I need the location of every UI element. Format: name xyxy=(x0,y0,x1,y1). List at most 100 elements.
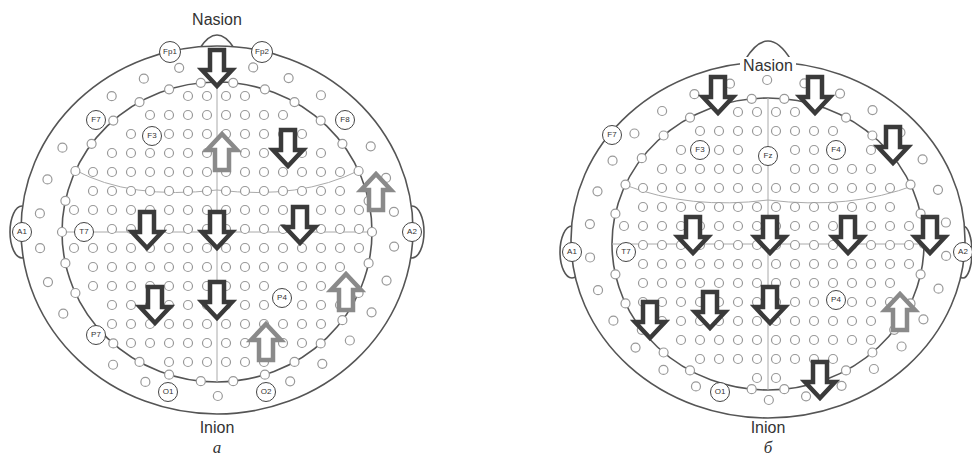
electrode-label: Fz xyxy=(764,152,773,160)
electrode-dot xyxy=(89,282,98,291)
electrode-dot xyxy=(621,180,630,189)
electrode-dot xyxy=(934,284,943,293)
electrode-dot xyxy=(836,89,845,98)
electrode-dot xyxy=(772,260,781,269)
electrode-dot xyxy=(791,279,800,288)
electrode-dot xyxy=(868,106,877,115)
electrode-dot xyxy=(260,244,269,253)
electrode-circle: O2 xyxy=(256,382,276,402)
electrode-dot xyxy=(109,360,118,369)
electrode-dot xyxy=(639,279,648,288)
electrode-dot xyxy=(753,279,762,288)
electrode-dot xyxy=(175,63,184,72)
electrode-dot xyxy=(139,74,148,83)
electrode-dot xyxy=(772,374,781,383)
electrode-dot xyxy=(61,259,70,268)
electrode-dot xyxy=(222,263,231,272)
electrode-dot xyxy=(260,225,269,234)
electrode-dot xyxy=(867,260,876,269)
electrode-dot xyxy=(753,260,762,269)
down-arrow xyxy=(755,287,785,323)
electrode-dot xyxy=(734,279,743,288)
electrode-dot xyxy=(364,259,373,268)
electrode-circle: F7 xyxy=(602,125,622,145)
electrode-dot xyxy=(886,203,895,212)
landmark-label: Inion xyxy=(197,419,238,437)
electrode-dot xyxy=(165,187,174,196)
electrode-dot xyxy=(677,146,686,155)
electrode-dot xyxy=(108,206,117,215)
electrode-dot xyxy=(810,336,819,345)
electrode-dot xyxy=(184,225,193,234)
electrode-dot xyxy=(203,187,212,196)
electrode-dot xyxy=(791,184,800,193)
electrode-dot xyxy=(658,203,667,212)
electrode-dot xyxy=(222,92,231,101)
electrode-dot xyxy=(165,85,174,94)
electrode-dot xyxy=(89,263,98,272)
electrode-dot xyxy=(791,127,800,136)
electrode-dot xyxy=(867,317,876,326)
electrode-dot xyxy=(791,146,800,155)
electrode-dot xyxy=(108,187,117,196)
electrode-dot xyxy=(869,364,878,373)
electrode-dot xyxy=(184,92,193,101)
electrode-dot xyxy=(696,260,705,269)
down-arrow xyxy=(755,217,785,253)
down-arrow xyxy=(833,217,863,253)
electrode-dot xyxy=(791,355,800,364)
electrode-dot xyxy=(184,244,193,253)
electrode-dot xyxy=(886,241,895,250)
electrode-dot xyxy=(127,168,136,177)
electrode-dot xyxy=(109,116,118,125)
electrode-dot xyxy=(279,206,288,215)
electrode-dot xyxy=(867,298,876,307)
electrode-dot xyxy=(127,320,136,329)
electrode-dot xyxy=(848,260,857,269)
electrode-dot xyxy=(609,316,618,325)
electrode-dot xyxy=(89,168,98,177)
electrode-dot xyxy=(585,220,594,229)
electrode-dot xyxy=(810,127,819,136)
electrode-dot xyxy=(127,187,136,196)
electrode-dot xyxy=(146,168,155,177)
electrode-dot xyxy=(260,168,269,177)
electrode-dot xyxy=(848,317,857,326)
electrode-dot xyxy=(659,348,668,357)
electrode-dot xyxy=(867,336,876,345)
landmark-label: Nasion xyxy=(189,11,245,29)
electrode-dot xyxy=(368,228,377,237)
electrode-dot xyxy=(390,242,399,251)
electrode-dot xyxy=(127,149,136,158)
electrode-dot xyxy=(298,168,307,177)
electrode-dot xyxy=(366,142,375,151)
electrode-circle: O1 xyxy=(710,382,730,402)
electrode-dot xyxy=(764,395,773,404)
electrode-dot xyxy=(203,339,212,348)
electrode-dot xyxy=(829,317,838,326)
electrode-dot xyxy=(780,385,789,394)
electrode-dot xyxy=(203,244,212,253)
electrode-dot xyxy=(298,263,307,272)
electrode-circle: F4 xyxy=(826,140,846,160)
electrode-dot xyxy=(108,301,117,310)
electrode-dot xyxy=(203,358,212,367)
electrode-dot xyxy=(354,166,363,175)
electrode-label: P7 xyxy=(91,331,101,339)
electrode-dot xyxy=(886,279,895,288)
electrode-dot xyxy=(196,78,205,87)
electrode-dot xyxy=(734,355,743,364)
electrode-dot xyxy=(658,184,667,193)
electrode-dot xyxy=(791,165,800,174)
down-arrow xyxy=(695,292,725,328)
down-arrow xyxy=(878,127,908,163)
electrode-dot xyxy=(196,377,205,386)
electrode-dot xyxy=(630,129,639,138)
electrode-dot xyxy=(317,168,326,177)
electrode-dot xyxy=(772,184,781,193)
electrode-label: A1 xyxy=(17,228,27,236)
electrode-dot xyxy=(317,187,326,196)
electrode-dot xyxy=(829,355,838,364)
electrode-dot xyxy=(165,320,174,329)
